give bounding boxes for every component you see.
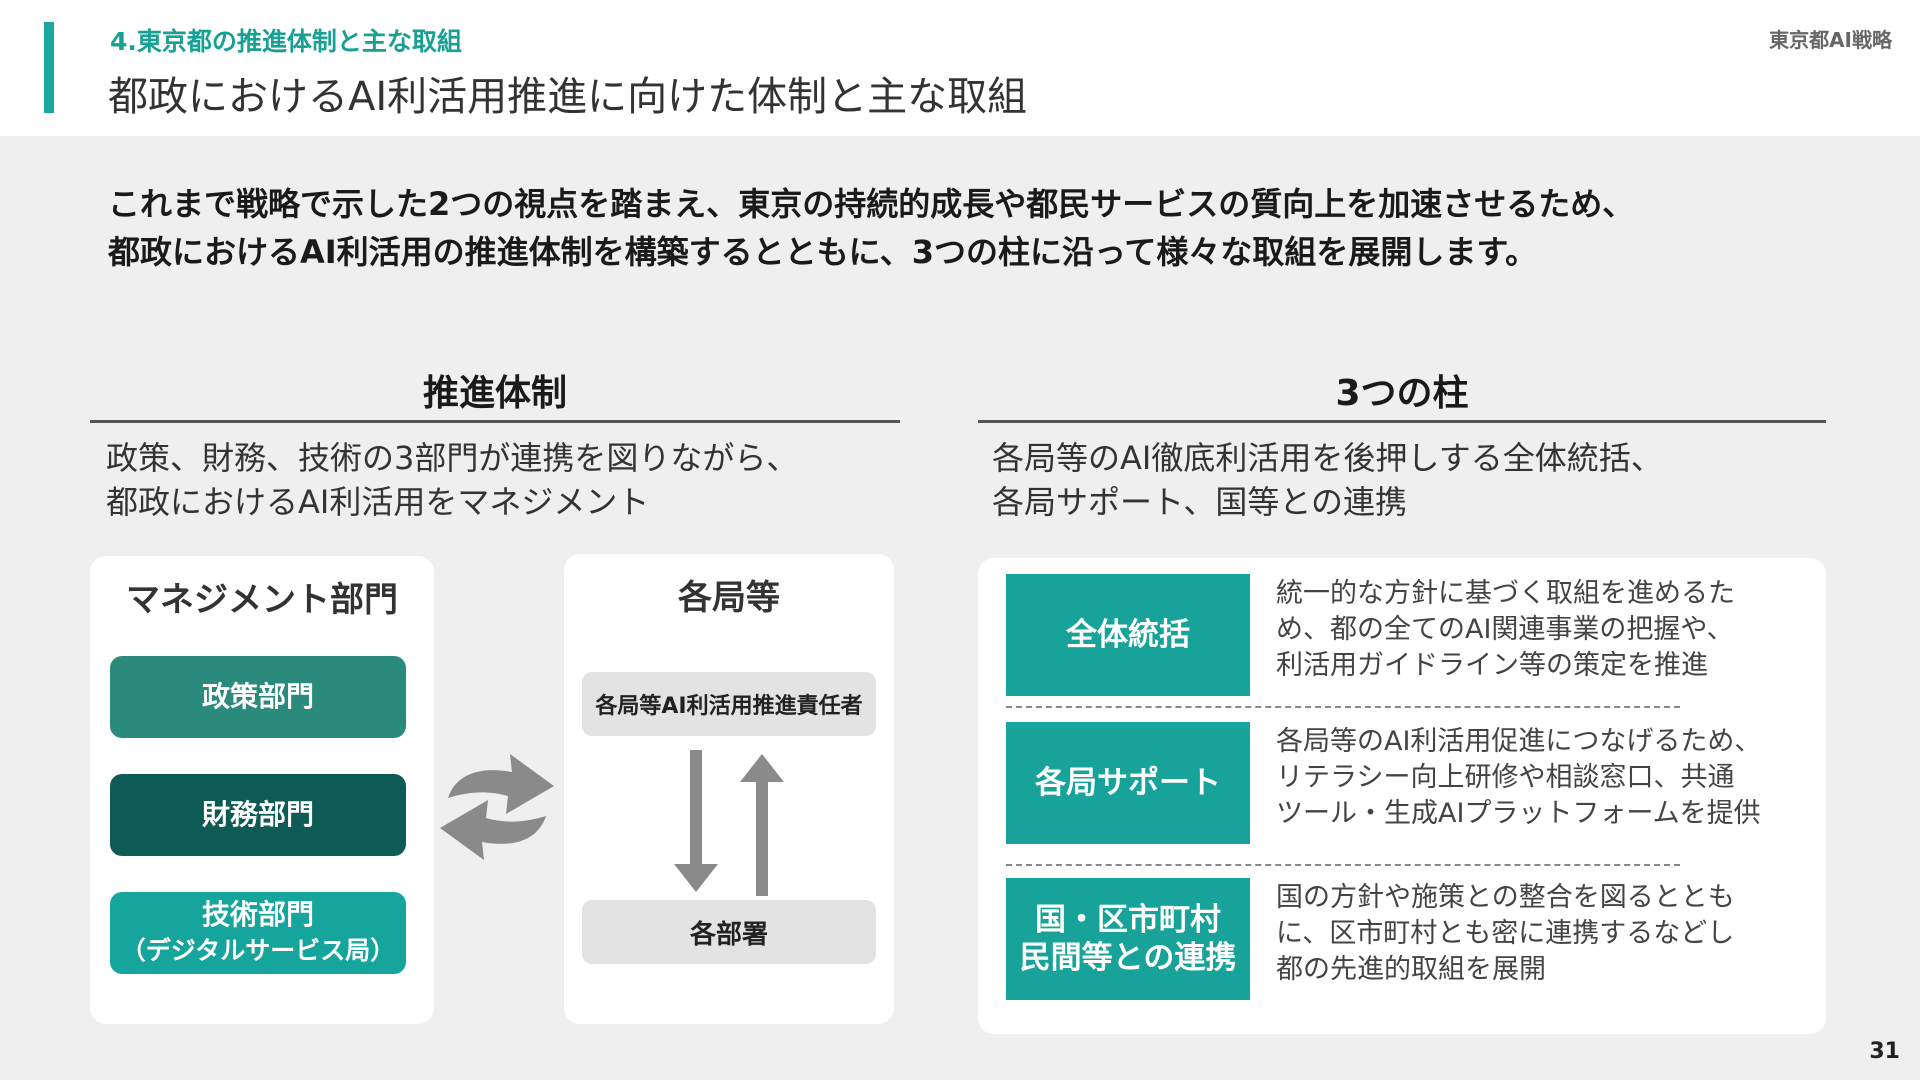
dept-finance: 財務部門 (110, 774, 406, 856)
page-number: 31 (1869, 1039, 1900, 1064)
left-description: 政策、財務、技術の3部門が連携を図りながら、 都政におけるAI利活用をマネジメン… (106, 436, 798, 524)
departments-box: 各部署 (582, 900, 876, 964)
pillar-separator-2 (1006, 864, 1680, 866)
pillars-panel: 全体統括 統一的な方針に基づく取組を進めるた め、都の全てのAI関連事業の把握や… (978, 558, 1826, 1034)
section-label: 4.東京都の推進体制と主な取組 (110, 27, 462, 56)
arrow-up-icon (740, 754, 784, 896)
bureaus-panel: 各局等 各局等AI利活用推進責任者 各部署 (564, 554, 894, 1024)
dept-technology: 技術部門 （デジタルサービス局） (110, 892, 406, 974)
pillar-desc-collaboration: 国の方針や施策との整合を図るととも に、区市町村とも密に連携するなどし 都の先進… (1276, 882, 1735, 985)
pillar-separator-1 (1006, 706, 1680, 708)
lead-text: これまで戦略で示した2つの視点を踏まえ、東京の持続的成長や都民サービスの質向上を… (108, 180, 1888, 276)
management-panel: マネジメント部門 政策部門 財務部門 技術部門 （デジタルサービス局） (90, 556, 434, 1024)
dept-technology-label: 技術部門 (201, 898, 314, 931)
dept-finance-label: 財務部門 (201, 798, 314, 831)
right-heading-rule (978, 420, 1826, 423)
left-desc-line-2: 都政におけるAI利活用をマネジメント (106, 483, 650, 521)
pillar-desc-support: 各局等のAI利活用促進につなげるため、 リテラシー向上研修や相談窓口、共通 ツー… (1276, 726, 1762, 829)
promotion-structure-heading: 推進体制 (422, 373, 567, 414)
bureau-ai-officer-box: 各局等AI利活用推進責任者 (582, 672, 876, 736)
page-header: 4.東京都の推進体制と主な取組 都政におけるAI利活用推進に向けた体制と主な取組… (0, 0, 1920, 136)
right-desc-line-2: 各局サポート、国等との連携 (992, 483, 1408, 521)
dept-technology-sub: （デジタルサービス局） (120, 936, 396, 965)
arrow-down-icon (674, 750, 718, 892)
cycle-arrows-icon (440, 754, 554, 860)
pillar-label-support: 各局サポート (1006, 722, 1250, 844)
bureaus-panel-title: 各局等 (678, 578, 780, 618)
right-description: 各局等のAI徹底利活用を後押しする全体統括、 各局サポート、国等との連携 (992, 436, 1663, 524)
lead-line-1: これまで戦略で示した2つの視点を踏まえ、東京の持続的成長や都民サービスの質向上を… (108, 185, 1635, 223)
pillar-desc-overall: 統一的な方針に基づく取組を進めるた め、都の全てのAI関連事業の把握や、 利活用… (1276, 578, 1735, 681)
management-panel-title: マネジメント部門 (126, 580, 398, 620)
lead-line-2: 都政におけるAI利活用の推進体制を構築するとともに、3つの柱に沿って様々な取組を… (108, 233, 1538, 271)
right-desc-line-1: 各局等のAI徹底利活用を後押しする全体統括、 (992, 439, 1663, 477)
three-pillars-heading: 3つの柱 (1335, 373, 1469, 414)
dept-policy: 政策部門 (110, 656, 406, 738)
dept-policy-label: 政策部門 (201, 680, 314, 713)
document-tag: 東京都AI戦略 (1769, 28, 1892, 52)
left-heading-rule (90, 420, 900, 423)
page-title: 都政におけるAI利活用推進に向けた体制と主な取組 (108, 74, 1028, 120)
bidirectional-arrows (674, 750, 784, 896)
header-accent-bar (44, 22, 54, 113)
pillar-label-collaboration: 国・区市町村 民間等との連携 (1006, 878, 1250, 1000)
left-desc-line-1: 政策、財務、技術の3部門が連携を図りながら、 (106, 439, 799, 477)
pillar-label-overall: 全体統括 (1006, 574, 1250, 696)
